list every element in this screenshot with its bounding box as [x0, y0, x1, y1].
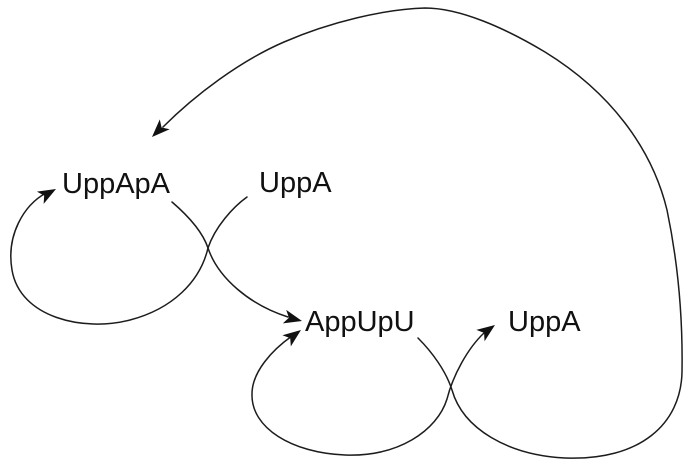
edge-bottom-loop: [251, 332, 485, 456]
edge-uppapa-to-appupu: [171, 201, 289, 318]
arrowhead-into-appupu-upper-icon: [282, 309, 302, 324]
edge-uppa-loop-to-uppapa: [10, 192, 248, 325]
arrowhead-into-uppa-bottom-icon: [476, 325, 495, 342]
node-label-uppa-bottom: UppA: [508, 306, 581, 338]
arrowhead-into-uppapa-icon: [36, 189, 56, 204]
arrowhead-feedback-icon: [152, 119, 170, 137]
node-label-appupu: AppUpU: [305, 306, 415, 338]
arrowhead-into-appupu-lower-icon: [282, 330, 301, 347]
node-label-uppa-top: UppA: [259, 167, 332, 199]
node-label-uppapa: UppApA: [62, 168, 171, 200]
edge-feedback-arc: [162, 7, 683, 459]
